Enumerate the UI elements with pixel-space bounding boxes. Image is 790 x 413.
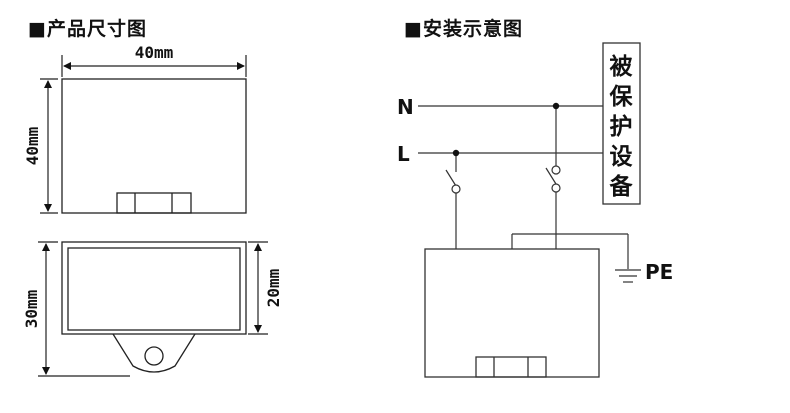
side-view-inner-outline bbox=[67, 247, 241, 331]
protector-module-terminal bbox=[475, 356, 547, 378]
top-width-dimension bbox=[61, 55, 247, 77]
side-view bbox=[61, 241, 247, 373]
side-view-body bbox=[61, 241, 247, 335]
device-char-3: 护 bbox=[610, 113, 633, 140]
switch-contacts bbox=[451, 165, 561, 194]
n-label: N bbox=[397, 95, 414, 119]
mounting-tab bbox=[112, 333, 196, 373]
side-height-label: 30mm bbox=[22, 289, 41, 328]
l-label: L bbox=[397, 142, 410, 166]
device-char-5: 备 bbox=[609, 173, 634, 200]
protector-module-body bbox=[424, 248, 600, 378]
top-width-label: 40mm bbox=[135, 43, 174, 62]
top-view-terminal bbox=[116, 192, 192, 214]
top-height-label: 40mm bbox=[23, 126, 42, 165]
dimensions-heading: ■产品尺寸图 bbox=[28, 18, 147, 40]
device-char-2: 保 bbox=[609, 83, 634, 110]
ground-symbol bbox=[615, 269, 641, 283]
n-switch-blade bbox=[545, 167, 557, 185]
pe-label: PE bbox=[645, 260, 673, 284]
device-char-1: 被 bbox=[610, 54, 634, 80]
side-inner-height-dimension bbox=[248, 241, 268, 335]
side-height-dimension bbox=[38, 241, 130, 377]
top-height-dimension bbox=[40, 78, 58, 214]
mounting-hole bbox=[144, 346, 164, 366]
installation-heading: ■安装示意图 bbox=[404, 18, 523, 40]
side-inner-height-label: 20mm bbox=[264, 268, 283, 307]
top-view bbox=[61, 78, 247, 214]
l-switch-blade bbox=[445, 169, 457, 187]
protector-module bbox=[424, 248, 600, 378]
protected-device-box bbox=[602, 42, 641, 205]
device-char-4: 设 bbox=[610, 144, 633, 170]
wiring-lines bbox=[418, 105, 629, 269]
junction-dots bbox=[452, 102, 560, 157]
